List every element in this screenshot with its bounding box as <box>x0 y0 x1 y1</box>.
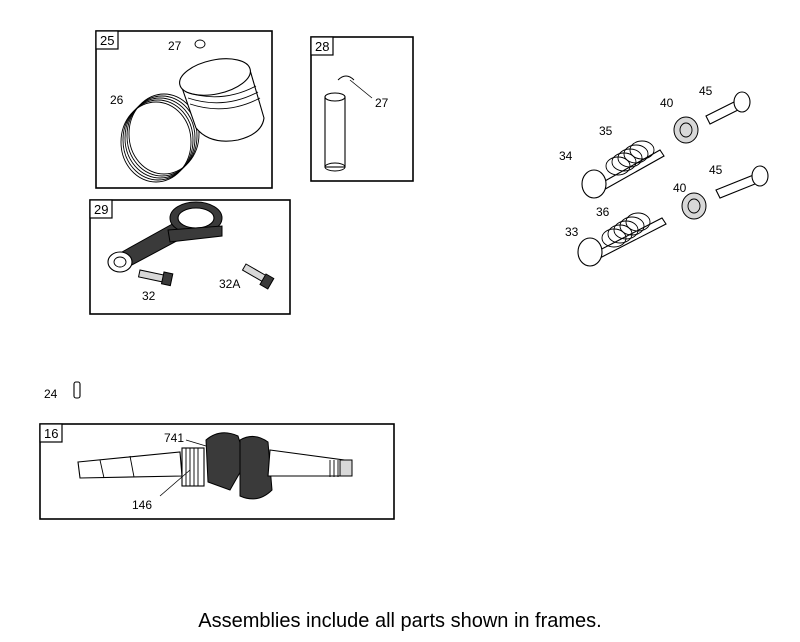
label-32: 32 <box>142 289 156 303</box>
frame-25-number: 25 <box>100 33 114 48</box>
label-27-pin: 27 <box>375 96 389 110</box>
frame-29-number: 29 <box>94 202 108 217</box>
frame-28-number: 28 <box>315 39 329 54</box>
label-741: 741 <box>164 431 184 445</box>
exhaust-valve-assembly-drawing <box>581 91 751 199</box>
label-32A: 32A <box>219 277 240 291</box>
rod-bolt-b-drawing <box>241 263 275 290</box>
crankshaft-drawing <box>77 432 353 500</box>
label-26: 26 <box>110 93 124 107</box>
footer-note: Assemblies include all parts shown in fr… <box>198 610 602 632</box>
label-45-lower: 45 <box>709 163 723 177</box>
label-24: 24 <box>44 387 58 401</box>
frame-connecting-rod-kit: 29 <box>89 199 291 315</box>
piston-drawing <box>179 39 265 142</box>
frame-16-number: 16 <box>44 426 58 441</box>
piston-rings-drawing <box>120 93 200 183</box>
label-33: 33 <box>565 225 579 239</box>
frame-crankshaft-kit: 16 <box>39 423 395 520</box>
leader-741 <box>185 439 207 447</box>
label-35: 35 <box>599 124 613 138</box>
leader-146 <box>159 469 191 497</box>
wrist-pin-drawing <box>324 75 373 172</box>
label-34: 34 <box>559 149 573 163</box>
label-146: 146 <box>132 498 152 512</box>
label-40-upper: 40 <box>660 96 674 110</box>
label-40-lower: 40 <box>673 181 687 195</box>
label-27-piston: 27 <box>168 39 182 53</box>
connecting-rod-drawing <box>107 201 223 273</box>
rod-bolt-a-drawing <box>137 269 174 287</box>
label-45-upper: 45 <box>699 84 713 98</box>
frame-wrist-pin-kit: 28 <box>310 36 414 182</box>
label-36: 36 <box>596 205 610 219</box>
key-drawing <box>73 381 81 399</box>
frame-piston-kit: 25 <box>95 30 273 189</box>
intake-valve-assembly-drawing <box>577 165 769 267</box>
